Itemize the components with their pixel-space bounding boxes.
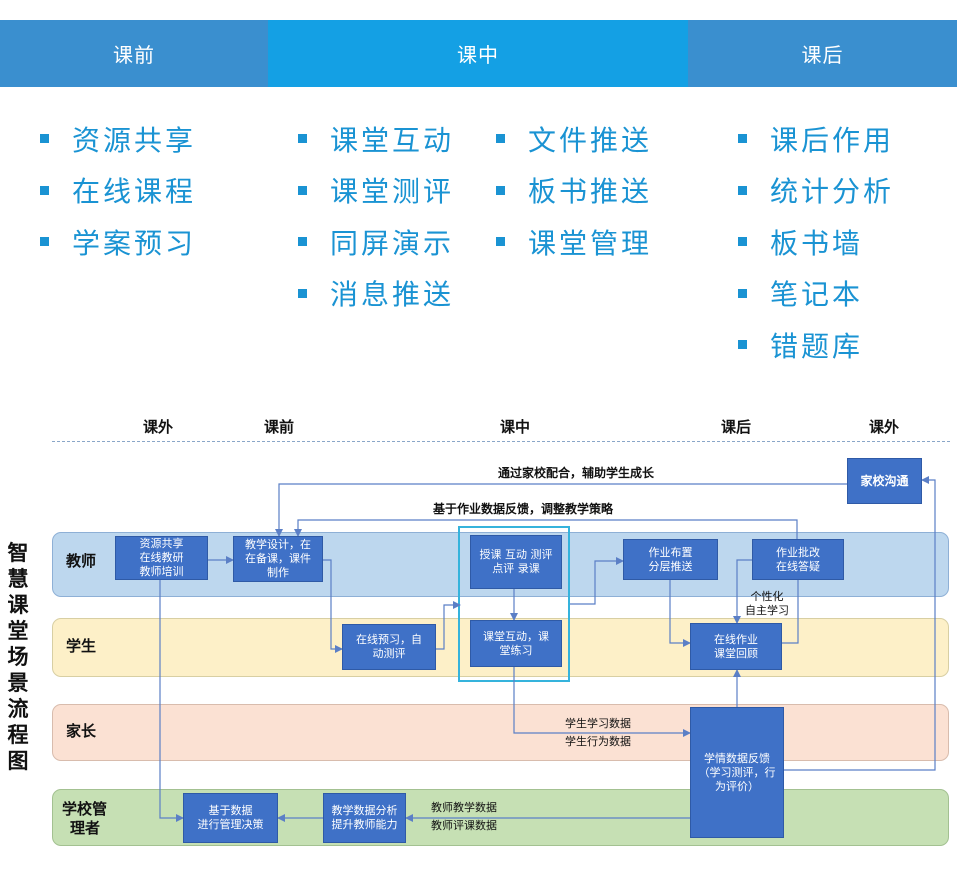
box-online-preview: 在线预习，自 动测评 <box>342 624 436 670</box>
box-homework-review: 作业批改 在线答疑 <box>752 539 844 580</box>
feature-item: 课堂测评 <box>298 165 454 217</box>
feature-item: 板书推送 <box>496 165 652 217</box>
square-bullet-icon <box>738 288 747 298</box>
feature-item: 在线课程 <box>40 165 196 217</box>
square-bullet-icon <box>738 185 747 195</box>
annotation-personalized-learning: 个性化 自主学习 <box>745 590 789 617</box>
lane-label-parent: 家长 <box>66 722 97 740</box>
lane-label-student: 学生 <box>66 637 97 655</box>
feature-item: 学案预习 <box>40 216 196 268</box>
feature-item: 笔记本 <box>738 268 894 320</box>
timeline-label-outside-class: 课外 <box>142 418 174 436</box>
feature-list-in-class-right: 文件推送 板书推送 课堂管理 <box>496 113 652 268</box>
feature-item: 文件推送 <box>496 113 652 165</box>
feature-list-after-class: 课后作用 统计分析 板书墙 笔记本 错题库 <box>738 113 894 371</box>
feature-item: 消息推送 <box>298 268 454 320</box>
square-bullet-icon <box>298 185 307 195</box>
feature-list-in-class-left: 课堂互动 课堂测评 同屏演示 消息推送 <box>298 113 454 319</box>
timeline-label-after-class: 课后 <box>720 418 752 436</box>
square-bullet-icon <box>738 340 747 350</box>
lane-parent <box>52 704 949 761</box>
square-bullet-icon <box>40 185 49 195</box>
lane-label-school-admin: 学校管 理者 <box>62 800 108 837</box>
box-teaching-data-analysis: 教学数据分析 提升教师能力 <box>323 793 406 843</box>
annotation-student-data: 学生学习数据 学生行为数据 <box>565 717 631 748</box>
timeline-label-in-class: 课中 <box>499 418 531 436</box>
feature-item: 课堂管理 <box>496 216 652 268</box>
box-resource-share: 资源共享 在线教研 教师培训 <box>115 536 208 580</box>
box-data-driven-decision: 基于数据 进行管理决策 <box>183 793 278 843</box>
box-home-school-communication: 家校沟通 <box>847 458 922 504</box>
square-bullet-icon <box>738 134 747 144</box>
square-bullet-icon <box>40 237 49 247</box>
square-bullet-icon <box>298 237 307 247</box>
square-bullet-icon <box>496 237 505 247</box>
feature-item: 课后作用 <box>738 113 894 165</box>
annotation-home-school-cooperation: 通过家校配合，辅助学生成长 <box>498 466 655 480</box>
feature-item: 同屏演示 <box>298 216 454 268</box>
timeline-divider <box>52 441 950 442</box>
square-bullet-icon <box>40 134 49 144</box>
box-teach-class: 授课 互动 测评 点评 录课 <box>470 535 562 589</box>
box-online-homework: 在线作业 课堂回顾 <box>690 623 782 670</box>
flowchart-vertical-title: 智 慧 课 堂 场 景 流 程 图 <box>7 541 29 773</box>
feature-item: 板书墙 <box>738 216 894 268</box>
box-class-interaction: 课堂互动，课 堂练习 <box>470 620 562 667</box>
feature-item: 资源共享 <box>40 113 196 165</box>
lane-label-teacher: 教师 <box>66 552 97 570</box>
square-bullet-icon <box>298 288 307 298</box>
square-bullet-icon <box>496 134 505 144</box>
phase-header-after-class: 课后 <box>688 20 957 87</box>
phase-header-before-class: 课前 <box>0 20 268 87</box>
box-learning-data-feedback: 学情数据反馈 （学习测评，行 为评价） <box>690 707 784 838</box>
annotation-teacher-data: 教师教学数据 教师评课数据 <box>431 801 497 832</box>
box-homework-assign: 作业布置 分层推送 <box>623 539 718 580</box>
feature-item: 统计分析 <box>738 165 894 217</box>
box-teaching-design: 教学设计，在 在备课，课件 制作 <box>233 536 323 582</box>
annotation-homework-feedback: 基于作业数据反馈，调整教学策略 <box>433 502 614 516</box>
timeline-label-outside-class-end: 课外 <box>868 418 900 436</box>
square-bullet-icon <box>298 134 307 144</box>
timeline-label-before-class: 课前 <box>263 418 295 436</box>
feature-item: 错题库 <box>738 319 894 371</box>
square-bullet-icon <box>738 237 747 247</box>
square-bullet-icon <box>496 185 505 195</box>
phase-header-in-class: 课中 <box>268 20 688 87</box>
feature-item: 课堂互动 <box>298 113 454 165</box>
feature-list-before-class: 资源共享 在线课程 学案预习 <box>40 113 196 268</box>
